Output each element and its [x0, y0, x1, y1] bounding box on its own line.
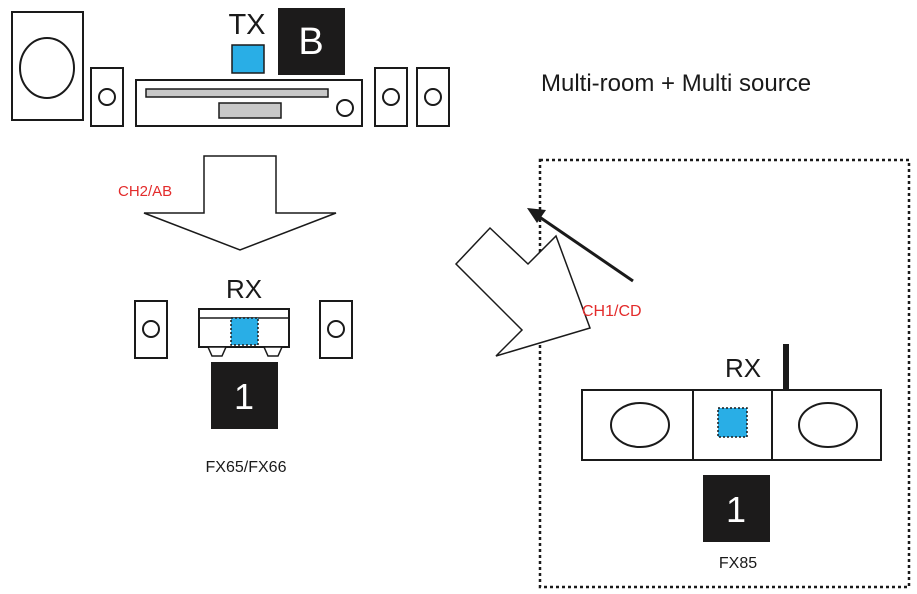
rx-speaker-right-a: [610, 402, 670, 448]
tx-label: TX: [228, 9, 265, 41]
room-boundary-right: [538, 158, 911, 589]
receiver-room-right: RX 1 FX85: [581, 344, 882, 572]
tx-module: [231, 44, 265, 74]
antenna: [783, 344, 789, 389]
rx-module-left: [230, 317, 259, 346]
receiver-room-left: RX 1 FX65/FX66: [134, 274, 353, 476]
rx-model-left: FX65/FX66: [206, 459, 287, 476]
home-theater-system: TX B: [11, 8, 450, 127]
source-badge-label: B: [298, 21, 323, 63]
channel-label-right: CH1/CD: [582, 303, 642, 320]
rx-badge-right: [703, 475, 770, 542]
small-speaker-right-2: [416, 67, 450, 127]
small-speaker-left: [90, 67, 124, 127]
subwoofer-speaker: [11, 11, 84, 121]
rx-label-right: RX: [725, 353, 761, 383]
rx-label-left: RX: [226, 274, 262, 304]
rx-speaker-left-a: [134, 300, 168, 359]
rx-badge-left-label: 1: [234, 376, 254, 417]
small-speaker-right-1: [374, 67, 408, 127]
rx-speaker-right-b: [798, 402, 858, 448]
rx-unit-right: [581, 389, 882, 461]
link-arrow-left: [143, 155, 337, 251]
rx-badge-right-label: 1: [726, 489, 746, 530]
diagram-title: Multi-room + Multi source: [541, 70, 811, 97]
channel-label-left: CH2/AB: [118, 183, 172, 200]
rx-badge-left: [211, 362, 278, 429]
amplifier-unit: [135, 79, 363, 127]
rx-speaker-left-b: [319, 300, 353, 359]
rx-model-right: FX85: [719, 555, 757, 572]
signal-direction-arrow: [527, 208, 634, 283]
link-arrow-right: [454, 226, 591, 357]
rx-module-right: [717, 407, 748, 438]
rx-unit-left: [198, 308, 290, 357]
source-badge: [278, 8, 345, 75]
